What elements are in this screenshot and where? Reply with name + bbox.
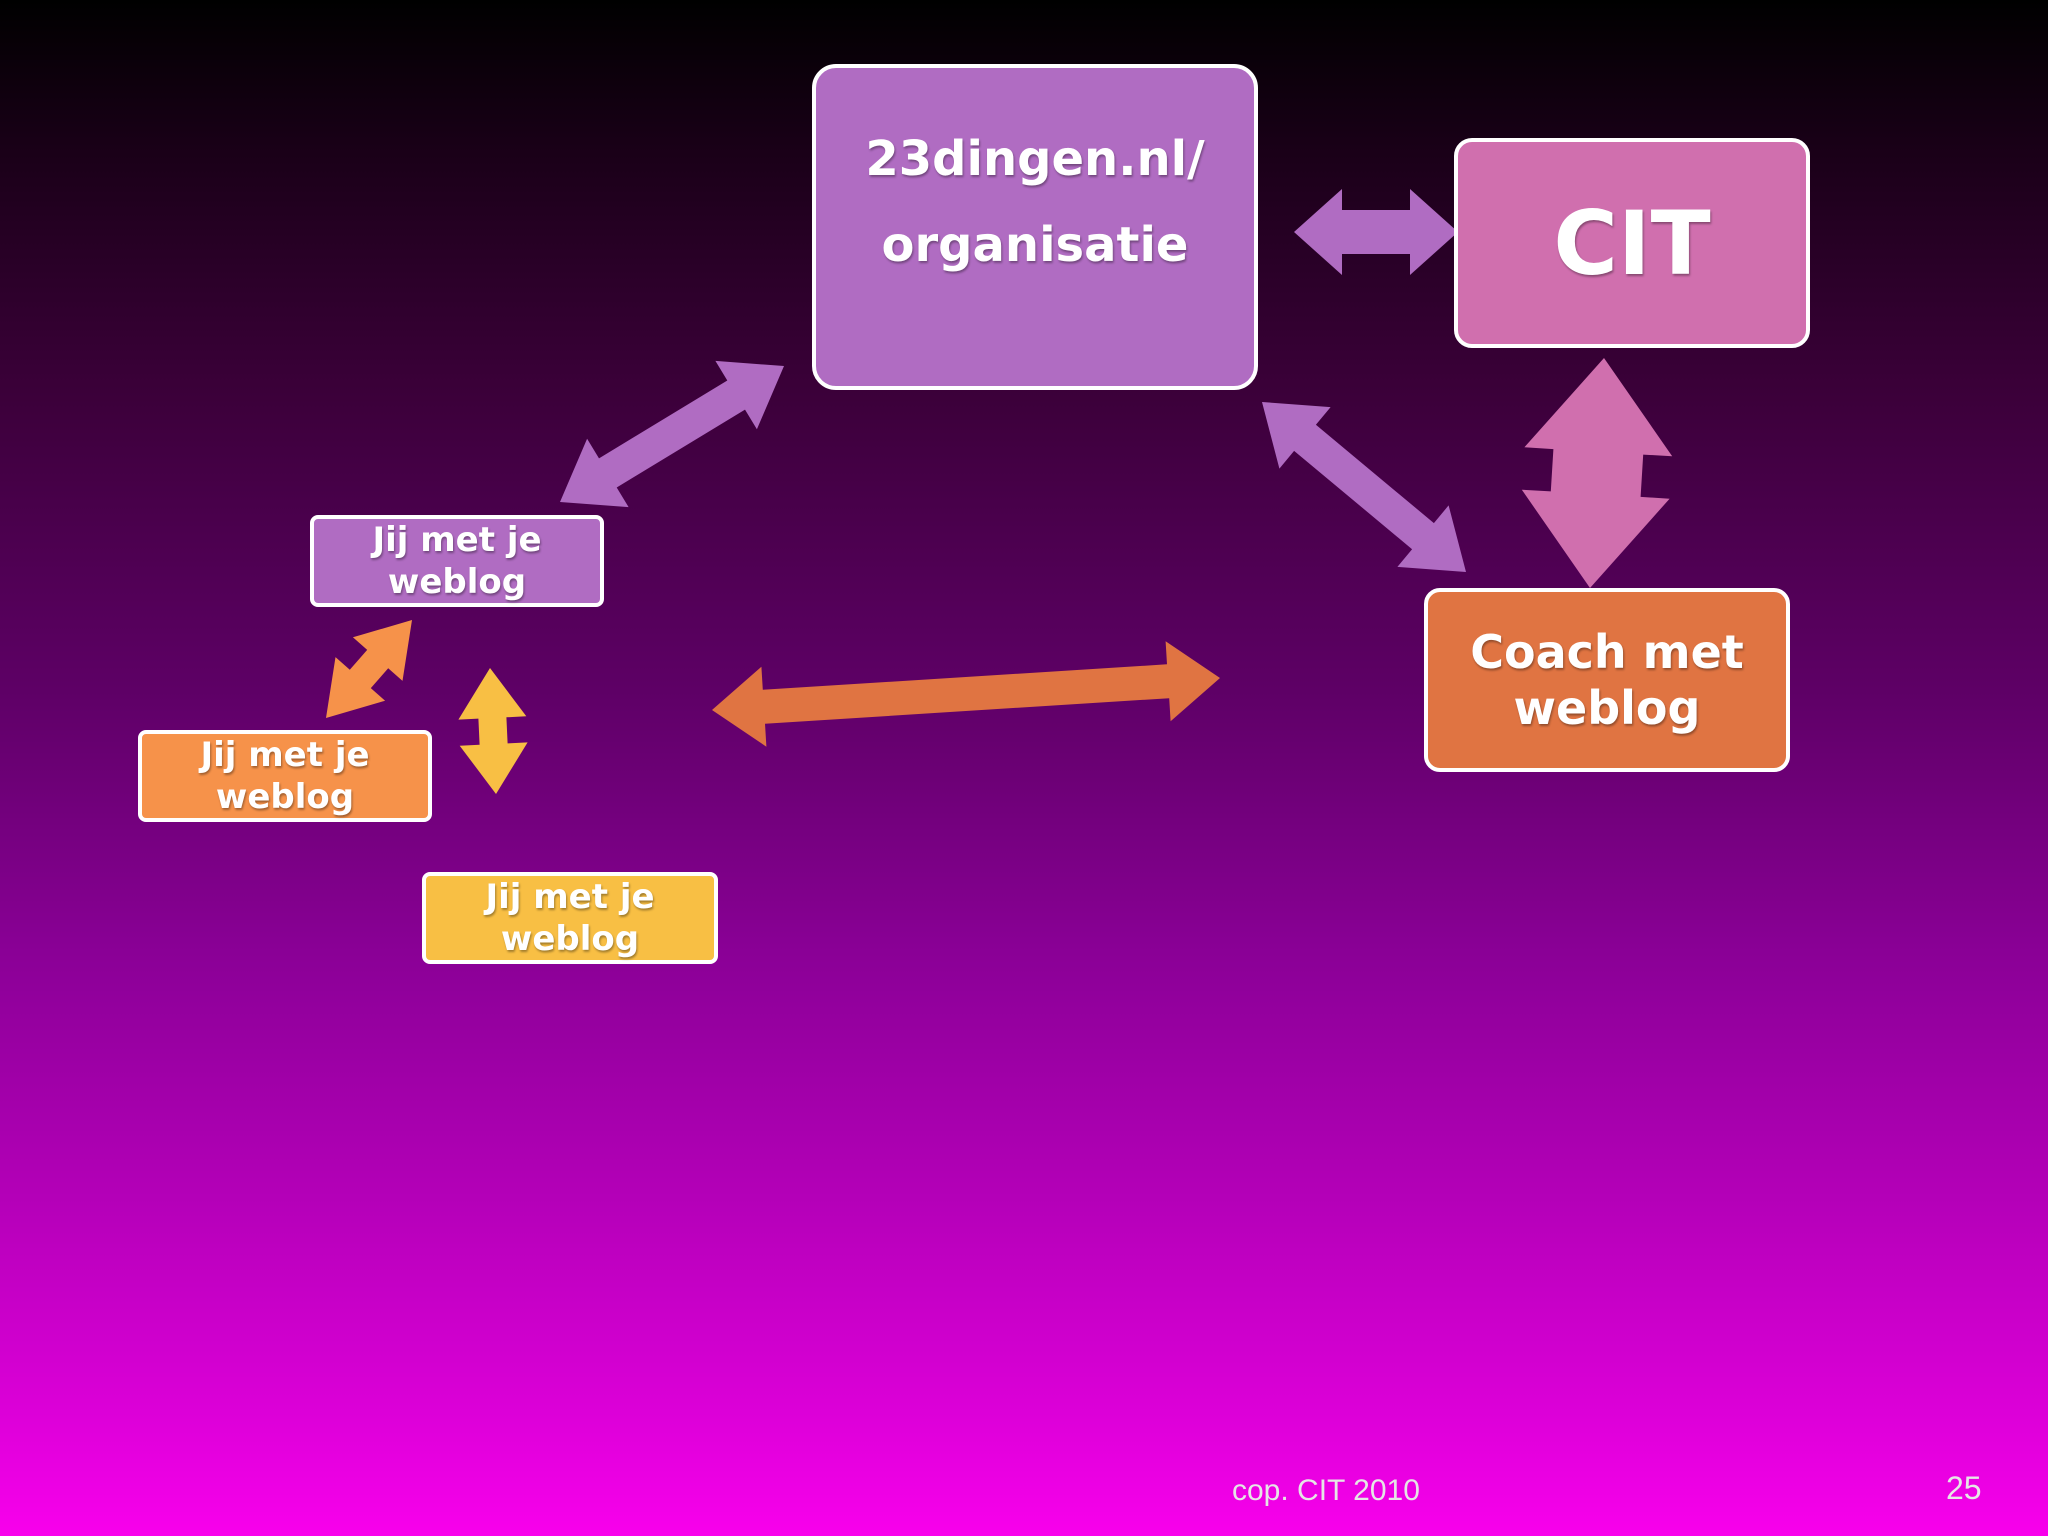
node-cit: CIT: [1454, 138, 1810, 348]
node-organisatie-line2: organisatie: [881, 217, 1189, 273]
node-coach-line1: Coach met: [1470, 625, 1744, 679]
arrow-org-jij1: [560, 360, 784, 508]
node-jij-3: Jij met je weblog: [422, 872, 718, 964]
node-jij-2: Jij met je weblog: [138, 730, 432, 822]
footer-copyright: cop. CIT 2010: [1232, 1474, 1420, 1507]
node-jij-3-line1: Jij met je: [485, 877, 655, 917]
arrow-jij1-jij2: [326, 620, 412, 718]
node-cit-label: CIT: [1553, 191, 1711, 295]
arrow-jij-coach: [712, 641, 1220, 747]
node-jij-1-line2: weblog: [387, 562, 527, 602]
node-coach: Coach met weblog: [1424, 588, 1790, 772]
node-jij-3-line2: weblog: [500, 919, 640, 959]
node-organisatie-line1: 23dingen.nl/: [865, 131, 1205, 187]
node-jij-2-line1: Jij met je: [200, 735, 370, 775]
arrow-org-cit: [1294, 189, 1458, 275]
arrow-jij1-jij3: [458, 668, 528, 794]
node-jij-2-line2: weblog: [215, 777, 355, 817]
arrow-cit-coach: [1521, 358, 1673, 588]
node-jij-1: Jij met je weblog: [310, 515, 604, 607]
arrow-org-coach: [1262, 402, 1466, 572]
page-number: 25: [1946, 1470, 1982, 1506]
node-coach-line2: weblog: [1513, 681, 1701, 735]
node-jij-1-line1: Jij met je: [372, 520, 542, 560]
node-organisatie: 23dingen.nl/ organisatie: [812, 64, 1258, 390]
